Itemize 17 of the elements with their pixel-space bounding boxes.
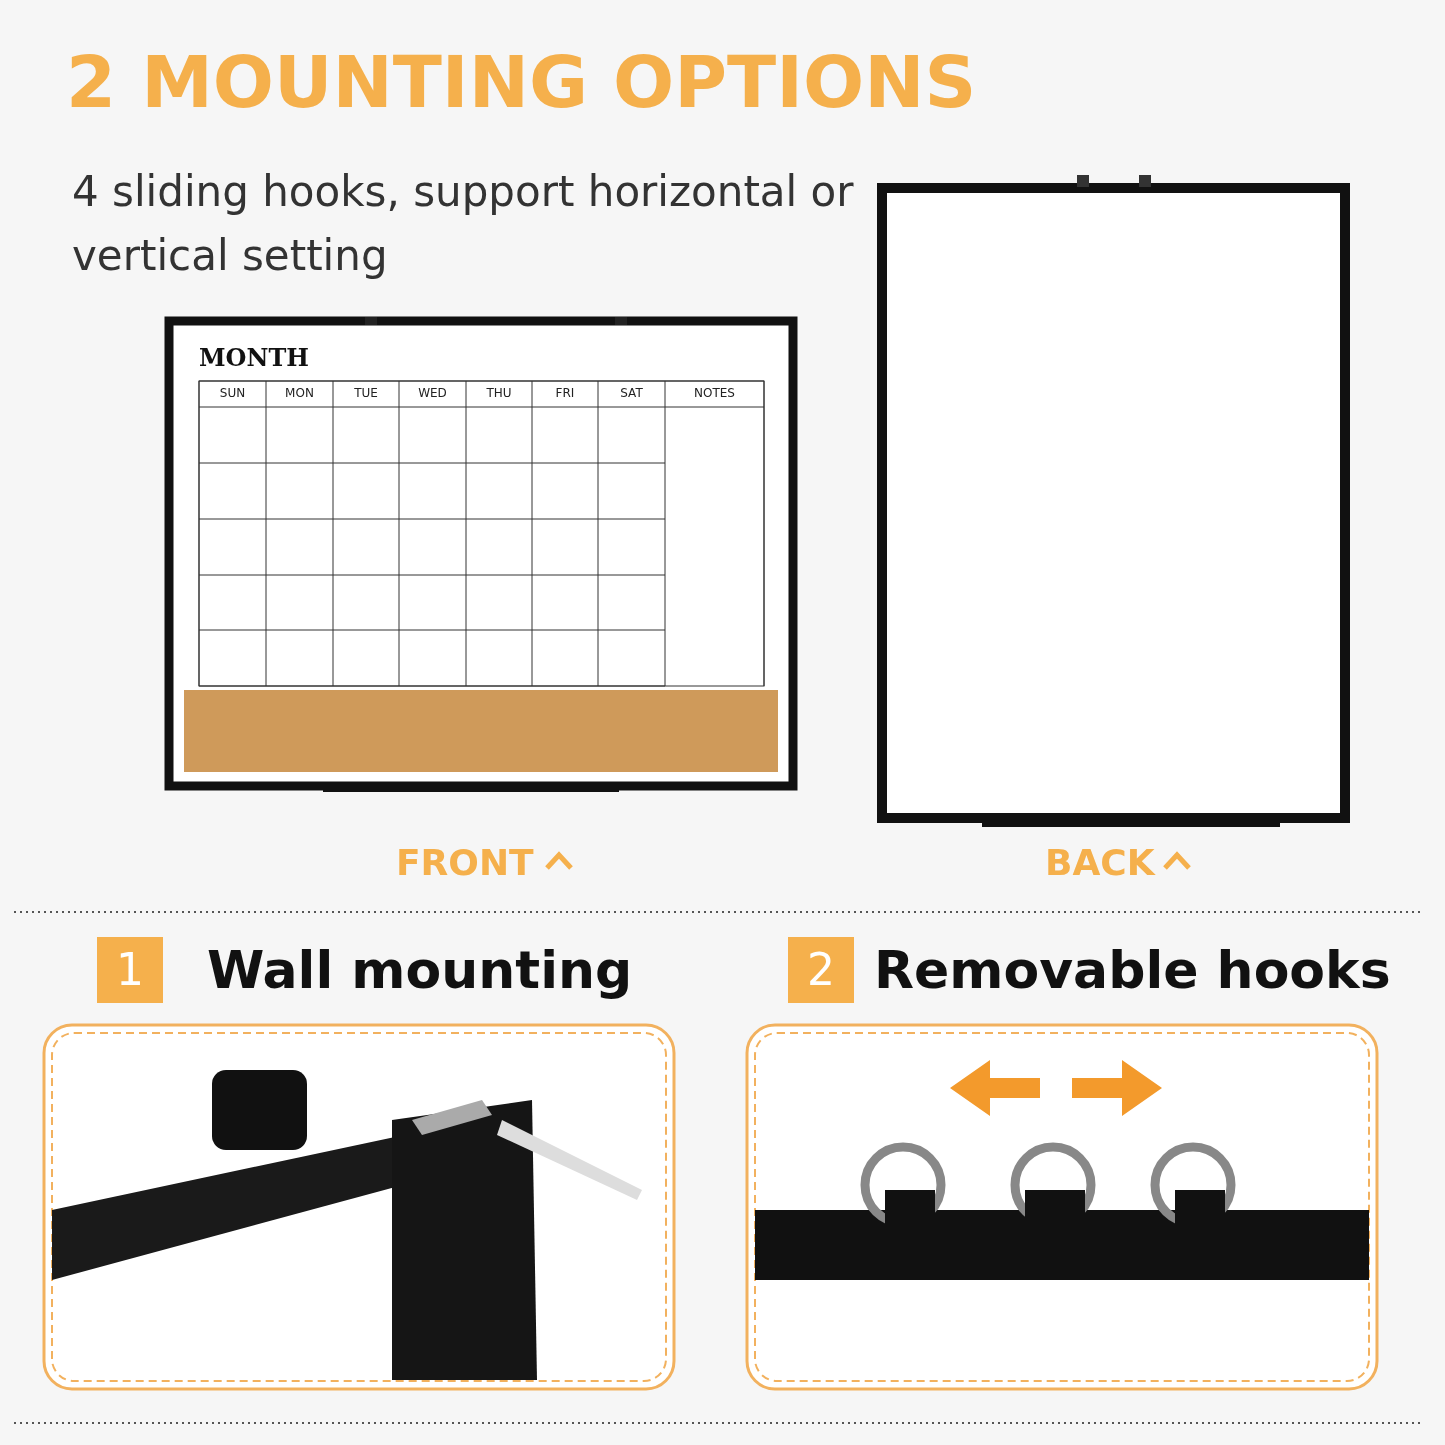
column-header: FRI bbox=[554, 386, 576, 400]
column-header: TUE bbox=[353, 386, 379, 400]
calendar-heading: MONTH bbox=[199, 343, 309, 372]
column-header: SUN bbox=[218, 386, 247, 400]
column-header: THU bbox=[485, 386, 513, 400]
view-label: FRONT bbox=[396, 842, 534, 883]
title: 2 MOUNTING OPTIONS bbox=[66, 40, 977, 124]
subtitle: 4 sliding hooks, support horizontal or vertical setting bbox=[72, 166, 855, 282]
column-header: NOTES bbox=[693, 386, 736, 400]
view-label: BACK bbox=[1045, 842, 1155, 883]
step-number: 1 bbox=[97, 937, 163, 1003]
step-heading: Wall mounting bbox=[207, 940, 633, 1000]
column-header: WED bbox=[417, 386, 448, 400]
column-header: MON bbox=[284, 386, 315, 400]
step-heading: Removable hooks bbox=[874, 940, 1391, 1000]
step-number: 2 bbox=[788, 937, 854, 1003]
column-header: SAT bbox=[619, 386, 644, 400]
